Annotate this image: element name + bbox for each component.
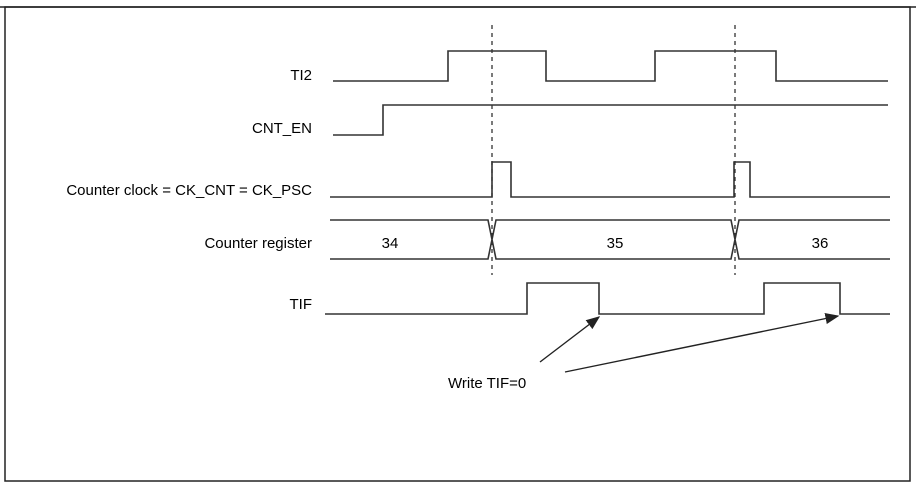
label-counter-register: Counter register bbox=[204, 235, 312, 252]
counter-value-34: 34 bbox=[382, 235, 399, 252]
waveform-counter-clock bbox=[330, 161, 890, 198]
diagram-frame bbox=[4, 6, 911, 482]
waveform-cnt-en bbox=[333, 104, 888, 136]
label-tif: TIF bbox=[290, 296, 313, 313]
annotation-write-tif: Write TIF=0 bbox=[448, 375, 526, 392]
waveform-counter-register bbox=[330, 219, 890, 260]
counter-value-36: 36 bbox=[812, 235, 829, 252]
counter-value-35: 35 bbox=[607, 235, 624, 252]
label-cnt-en: CNT_EN bbox=[252, 120, 312, 137]
arrow-1 bbox=[539, 316, 601, 363]
label-ti2: TI2 bbox=[290, 67, 312, 84]
waveform-ti2 bbox=[333, 50, 888, 82]
waveform-tif bbox=[325, 282, 890, 315]
arrow-2 bbox=[564, 313, 840, 373]
label-counter-clock: Counter clock = CK_CNT = CK_PSC bbox=[66, 182, 312, 199]
